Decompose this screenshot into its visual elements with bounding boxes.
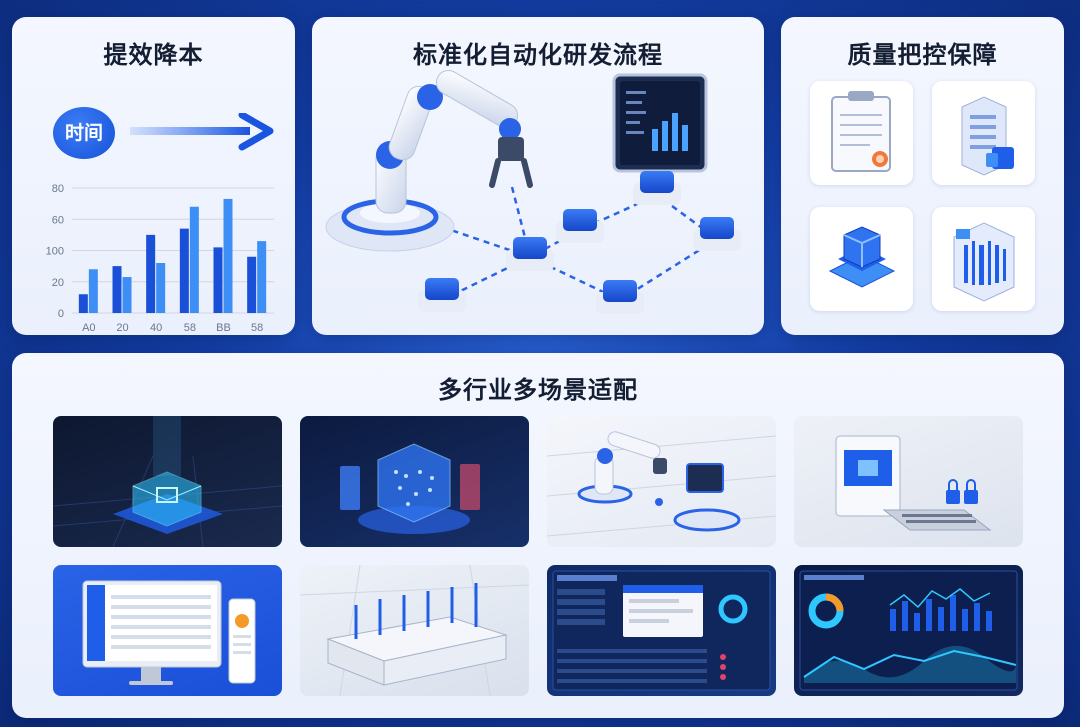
- x-tick-label: 20: [116, 322, 128, 334]
- y-tick-label: 80: [52, 183, 64, 195]
- automation-flow-panel: 标准化自动化研发流程: [312, 17, 764, 335]
- y-tick-label: 20: [52, 277, 64, 289]
- scene-secure-computer: [794, 416, 1023, 547]
- scene-production-line: [300, 565, 529, 696]
- bar: [247, 256, 257, 313]
- arrow-right-icon: [130, 113, 274, 151]
- bar: [213, 247, 223, 313]
- bar: [257, 241, 267, 313]
- document-certificate-icon: [810, 81, 913, 185]
- server-shield-icon: [932, 81, 1035, 185]
- x-tick-label: 58: [251, 322, 263, 334]
- building-barcode-icon: [932, 207, 1035, 311]
- bar: [189, 206, 199, 313]
- scene-desktop-mobile: [53, 565, 282, 696]
- flow-node-cubes: [418, 171, 741, 314]
- scene-analytics-dashboard: [794, 565, 1023, 696]
- bar: [78, 294, 88, 313]
- chip-stack-icon: [810, 207, 913, 311]
- multi-scenario-panel: 多行业多场景适配: [12, 353, 1064, 718]
- y-tick-label: 60: [52, 214, 64, 226]
- bar: [146, 234, 156, 313]
- scene-chip-cube: [53, 416, 282, 547]
- bar: [112, 266, 122, 313]
- x-tick-label: 58: [184, 322, 196, 334]
- bar: [88, 269, 98, 313]
- bar: [156, 263, 166, 313]
- x-tick-label: BB: [216, 322, 231, 334]
- quality-assurance-panel: 质量把控保障: [781, 17, 1064, 335]
- x-tick-label: 40: [150, 322, 162, 334]
- bar: [179, 228, 189, 313]
- x-tick-label: A0: [82, 322, 95, 334]
- y-tick-label: 100: [46, 246, 64, 258]
- flow-panel-title: 标准化自动化研发流程: [413, 41, 663, 69]
- cost-panel-title: 提效降本: [103, 41, 204, 69]
- bar-chart: 80 60 100 20 0A0 20 40 58 BB 58: [46, 183, 274, 334]
- bar: [223, 198, 233, 313]
- scenes-panel-title: 多行业多场景适配: [438, 376, 638, 404]
- y-tick-label: 0: [58, 308, 64, 320]
- quality-panel-title: 质量把控保障: [847, 41, 998, 69]
- robot-arm-flow-illustration: [325, 70, 741, 314]
- bar: [122, 277, 132, 313]
- scene-robot-arm: [547, 416, 776, 547]
- scene-server-cube: [300, 416, 529, 547]
- scene-dashboard-dialog: [547, 565, 776, 696]
- time-badge: 时间: [53, 107, 115, 159]
